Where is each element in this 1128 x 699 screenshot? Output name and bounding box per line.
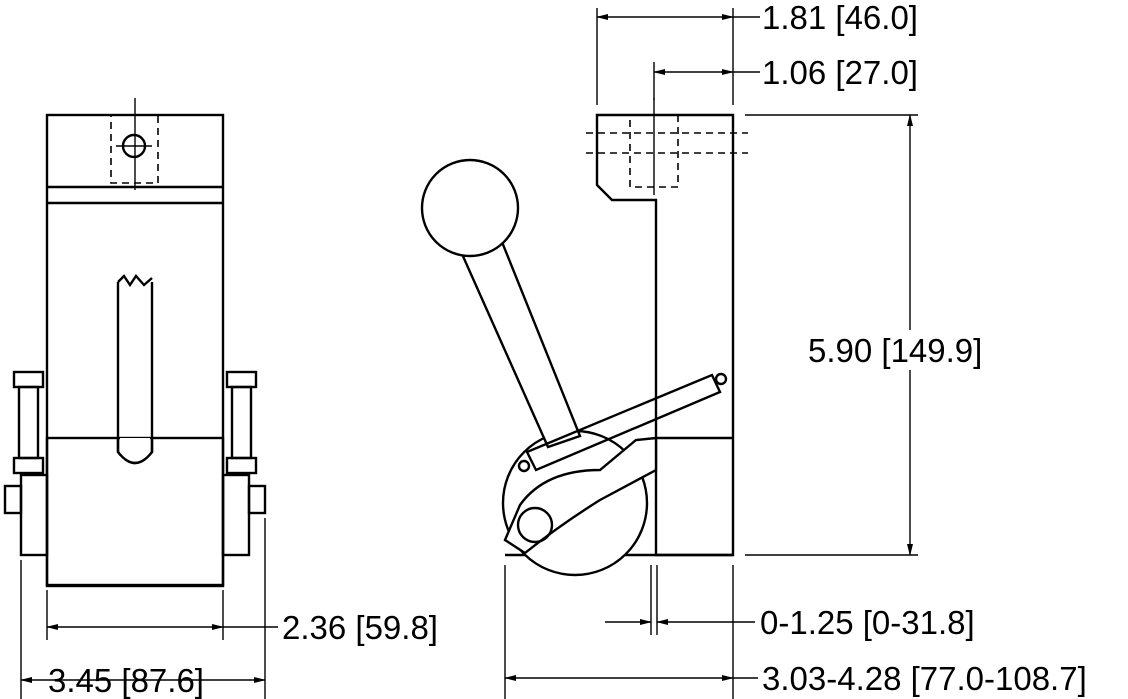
knurled-roller (45, 436, 225, 588)
dim-roller-width: 2.36 [59.8] (282, 609, 438, 646)
dim-clamp-adjust: 0-1.25 [0-31.8] (760, 604, 975, 641)
side-view (420, 8, 918, 699)
tension-spring (517, 372, 728, 473)
right-spring (225, 370, 258, 475)
dim-overall-width: 3.45 [87.6] (48, 662, 204, 699)
front-view (3, 98, 278, 699)
dim-height: 5.90 [149.9] (808, 332, 982, 369)
left-spring (12, 370, 45, 475)
dim-clamp-reach: 3.03-4.28 [77.0-108.7] (762, 660, 1087, 697)
dim-top-offset: 1.06 [27.0] (762, 54, 918, 91)
dim-top-width: 1.81 [46.0] (762, 0, 918, 36)
